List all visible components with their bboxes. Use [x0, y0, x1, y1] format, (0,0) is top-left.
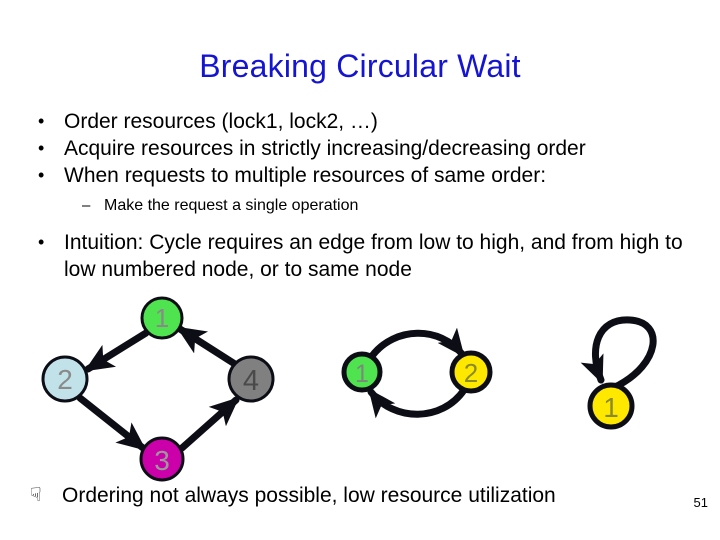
list-item-text: Order resources (lock1, lock2, …): [64, 110, 378, 133]
footer-note-text: Ordering not always possible, low resour…: [62, 484, 556, 507]
spacer: [30, 217, 700, 229]
sub-list-item: – Make the request a single operation: [82, 195, 700, 217]
node-3[interactable]: 3: [139, 436, 185, 482]
resource-graph-diagrams: 1 2 4 3: [0, 296, 720, 486]
node-3-circle[interactable]: [139, 436, 185, 482]
bullet-marker-icon: •: [38, 138, 45, 158]
node-m1-circle[interactable]: [341, 351, 383, 393]
list-item-text: Acquire resources in strictly increasing…: [64, 137, 586, 160]
node-m2-circle[interactable]: [449, 350, 493, 394]
edge-2-to-1-arc: [367, 386, 468, 419]
node-4[interactable]: 4: [227, 355, 275, 403]
node-s1[interactable]: 1: [587, 382, 635, 430]
bullet-marker-icon: •: [38, 232, 45, 252]
node-3-label: 3: [154, 445, 170, 476]
self-loop-graph: 1: [580, 316, 657, 430]
list-item: • Order resources (lock1, lock2, …): [38, 108, 700, 135]
node-m1[interactable]: 1: [341, 351, 383, 393]
bullet-marker-icon: •: [38, 111, 45, 131]
node-1-circle[interactable]: [140, 296, 184, 340]
node-1[interactable]: 1: [140, 296, 184, 340]
diamond-graph: 1 2 4 3: [41, 296, 275, 482]
page-number: 51: [693, 495, 708, 510]
list-item-text: Intuition: Cycle requires an edge from l…: [64, 231, 683, 281]
edge-self-loop: [580, 316, 657, 390]
node-2-circle[interactable]: [41, 355, 89, 403]
sub-list-item-text: Make the request a single operation: [104, 197, 359, 214]
node-s1-circle[interactable]: [587, 382, 635, 430]
list-item: • When requests to multiple resources of…: [38, 162, 700, 189]
edge-4-to-1: [176, 325, 242, 370]
node-4-circle[interactable]: [227, 355, 275, 403]
edge-2-to-3: [76, 394, 147, 452]
list-item: • Intuition: Cycle requires an edge from…: [38, 229, 700, 283]
node-2[interactable]: 2: [41, 355, 89, 403]
node-s1-label: 1: [603, 392, 619, 423]
footer-note: ☟ Ordering not always possible, low reso…: [30, 482, 670, 510]
edge-1-to-2: [84, 329, 150, 373]
pointing-hand-icon: ☟: [30, 485, 42, 506]
edge-1-to-2-arc: [368, 327, 466, 360]
list-item: • Acquire resources in strictly increasi…: [38, 135, 700, 162]
bullet-marker-icon: •: [38, 165, 45, 185]
node-1-label: 1: [155, 303, 169, 333]
dash-marker-icon: –: [82, 197, 91, 214]
edge-3-to-4: [178, 396, 240, 452]
page-title: Breaking Circular Wait: [199, 48, 521, 84]
list-item-text: When requests to multiple resources of s…: [64, 164, 547, 187]
node-2-label: 2: [57, 364, 73, 395]
node-m2[interactable]: 2: [449, 350, 493, 394]
node-m2-label: 2: [464, 358, 478, 388]
node-4-label: 4: [243, 365, 259, 397]
node-m1-label: 1: [355, 360, 369, 388]
bullet-list: • Order resources (lock1, lock2, …) • Ac…: [30, 108, 700, 283]
two-cycle-graph: 1 2: [341, 327, 493, 419]
